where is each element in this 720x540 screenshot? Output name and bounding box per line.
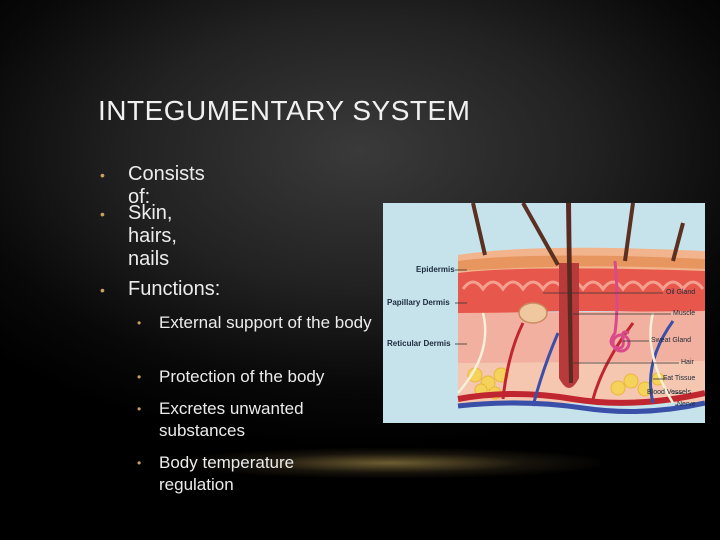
label-papillary-dermis: Papillary Dermis: [387, 298, 450, 307]
label-nerve: Nerve: [677, 401, 696, 408]
label-sweat-gland: Sweat Gland: [651, 337, 692, 344]
bullet-dot-icon: •: [100, 206, 105, 222]
label-epidermis: Epidermis: [416, 265, 455, 274]
bullet-text: Functions:: [128, 278, 221, 300]
label-muscle: Muscle: [673, 310, 696, 317]
sub-bullet-text: Body temperature regulation: [159, 453, 295, 494]
sub-bullet-text: Excretes unwanted substances: [159, 399, 304, 440]
sub-bullet-dot-icon: •: [137, 402, 142, 416]
bullet-item: • Consists of:: [100, 163, 205, 209]
slide-title: INTEGUMENTARY SYSTEM: [98, 95, 471, 126]
bullet-dot-icon: •: [100, 282, 105, 298]
sub-bullet-item: • Body temperature regulation: [137, 452, 349, 496]
bullet-text: Skin, hairs, nails: [128, 202, 177, 270]
bullet-item: • Skin, hairs, nails: [100, 202, 177, 271]
bullet-dot-icon: •: [100, 167, 105, 183]
skin-cross-section-illustration: [455, 203, 705, 415]
sub-bullet-item: • Protection of the body: [137, 366, 374, 388]
label-hair: Hair: [681, 359, 694, 366]
sub-bullet-text: External support of the body: [159, 313, 372, 332]
label-fat-tissue: Fat Tissue: [663, 375, 696, 382]
skin-diagram: Epidermis Papillary Dermis Reticular Der…: [383, 203, 705, 423]
label-reticular-dermis: Reticular Dermis: [387, 339, 451, 348]
sub-bullet-dot-icon: •: [137, 316, 142, 330]
sub-bullet-item: • External support of the body: [137, 312, 374, 334]
bullet-text: Consists of:: [128, 163, 205, 208]
label-oil-gland: Oil Gland: [666, 289, 696, 296]
sub-bullet-dot-icon: •: [137, 456, 142, 470]
bullet-item: • Functions:: [100, 278, 221, 301]
sub-bullet-dot-icon: •: [137, 370, 142, 384]
sub-bullet-text: Protection of the body: [159, 367, 325, 386]
sub-bullet-item: • Excretes unwanted substances: [137, 398, 349, 442]
label-blood-vessels: Blood Vessels: [647, 389, 691, 396]
floor-glow: [180, 448, 600, 478]
